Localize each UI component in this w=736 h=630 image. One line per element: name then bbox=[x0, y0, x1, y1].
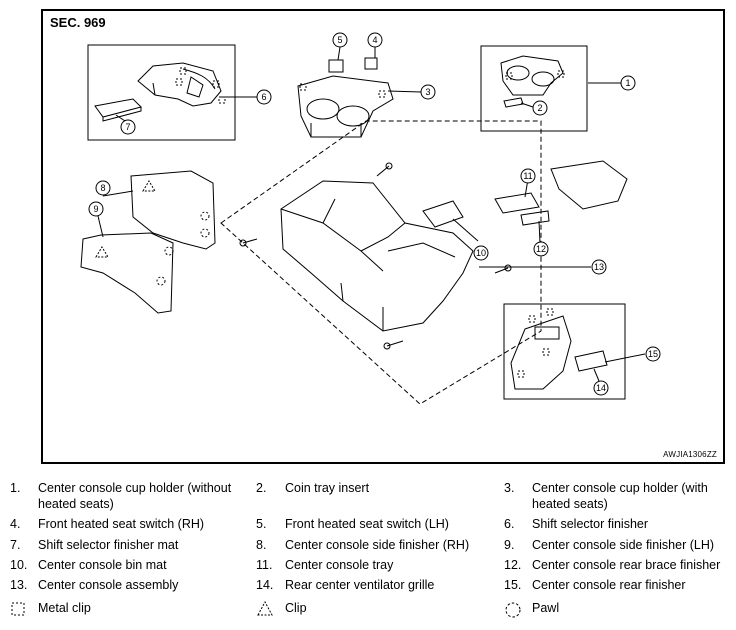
side-finisher-rh-part bbox=[130, 170, 216, 250]
rear-finisher-group-box bbox=[503, 303, 626, 400]
bin-mat-part bbox=[422, 200, 464, 228]
legend-number: 10. bbox=[10, 558, 28, 572]
legend-label: Front heated seat switch (RH) bbox=[38, 517, 205, 531]
exploded-diagram: 1 2 3 4 5 6 7 8 9 10 11 12 13 14 15 bbox=[80, 32, 661, 405]
cup-holder-group-box bbox=[480, 45, 588, 132]
console-lid-part bbox=[550, 160, 628, 210]
legend-number: 6. bbox=[504, 517, 515, 531]
legend-number: 9. bbox=[504, 538, 515, 552]
legend-label: Center console bin mat bbox=[38, 558, 167, 572]
side-finisher-lh-part bbox=[80, 232, 174, 314]
legend-label: Coin tray insert bbox=[285, 481, 370, 495]
legend-number: 14. bbox=[256, 578, 274, 592]
legend-label: Clip bbox=[285, 601, 307, 615]
console-tray-part bbox=[494, 192, 540, 214]
legend-label: Shift selector finisher bbox=[532, 517, 649, 531]
cup-holder-heated-part bbox=[297, 57, 394, 138]
callout-8: 8 bbox=[100, 183, 105, 193]
console-boundary-dashed bbox=[220, 120, 542, 405]
metal-clip-markers bbox=[175, 67, 565, 378]
shift-selector-group-box bbox=[87, 44, 236, 141]
callout-3: 3 bbox=[425, 87, 430, 97]
figure-code: AWJIA1306ZZ bbox=[663, 450, 717, 459]
legend-number: 2. bbox=[256, 481, 267, 495]
callout-9: 9 bbox=[93, 204, 98, 214]
legend-number: 7. bbox=[10, 538, 21, 552]
screw-icon bbox=[239, 162, 512, 350]
leader-lines bbox=[97, 46, 646, 382]
callout-4: 4 bbox=[372, 35, 377, 45]
legend-number: 3. bbox=[504, 481, 515, 495]
callout-13: 13 bbox=[594, 262, 604, 272]
rear-finisher-part bbox=[510, 315, 572, 390]
legend-number: 15. bbox=[504, 578, 522, 592]
legend-number: 11. bbox=[256, 558, 273, 572]
callout-14: 14 bbox=[596, 383, 606, 393]
legend-number: 12. bbox=[504, 558, 522, 572]
callout-10: 10 bbox=[476, 248, 486, 258]
legend-label: Center console rear finisher bbox=[532, 578, 686, 592]
shift-selector-mat-part bbox=[94, 98, 142, 122]
callout-11: 11 bbox=[523, 171, 532, 181]
callout-7: 7 bbox=[125, 122, 130, 132]
callout-2: 2 bbox=[537, 103, 542, 113]
shift-selector-finisher-part bbox=[137, 62, 222, 107]
heated-seat-switch-rh bbox=[364, 57, 378, 70]
legend-number: 8. bbox=[256, 538, 267, 552]
callout-12: 12 bbox=[536, 244, 546, 254]
callout-6: 6 bbox=[261, 92, 266, 102]
metal-clip-icon bbox=[11, 602, 25, 616]
heated-seat-switch-lh bbox=[328, 59, 344, 73]
rear-ventilator-grille-part bbox=[574, 350, 608, 372]
callout-5: 5 bbox=[337, 35, 342, 45]
rear-brace-finisher-part bbox=[520, 210, 550, 226]
legend-number: 13. bbox=[10, 578, 28, 592]
legend-label: Pawl bbox=[532, 601, 560, 615]
legend-label: Shift selector finisher mat bbox=[38, 538, 179, 552]
legend-label: Center console tray bbox=[285, 558, 394, 572]
coin-tray-insert-part bbox=[503, 97, 524, 108]
cup-holder-part bbox=[500, 55, 564, 96]
legend-number: 1. bbox=[10, 481, 21, 495]
legend-label: Metal clip bbox=[38, 601, 91, 615]
legend-label: Front heated seat switch (LH) bbox=[285, 517, 449, 531]
callout-15: 15 bbox=[648, 349, 658, 359]
clip-markers bbox=[95, 180, 156, 258]
legend-label: Center console rear brace finisher bbox=[532, 558, 721, 572]
legend-number: 5. bbox=[256, 517, 267, 531]
pawl-markers bbox=[156, 211, 210, 286]
legend-label: Center console side finisher (RH) bbox=[285, 538, 470, 552]
clip-icon bbox=[257, 600, 273, 616]
pawl-icon bbox=[505, 602, 521, 618]
console-assembly-part bbox=[280, 180, 474, 332]
legend-label: Rear center ventilator grille bbox=[285, 578, 435, 592]
section-label: SEC. 969 bbox=[50, 15, 106, 30]
callout-1: 1 bbox=[625, 78, 630, 88]
legend-label: Center console assembly bbox=[38, 578, 179, 592]
legend-label: Center console side finisher (LH) bbox=[532, 538, 715, 552]
exploded-view-figure: SEC. 969 bbox=[41, 9, 725, 464]
legend-number: 4. bbox=[10, 517, 21, 531]
